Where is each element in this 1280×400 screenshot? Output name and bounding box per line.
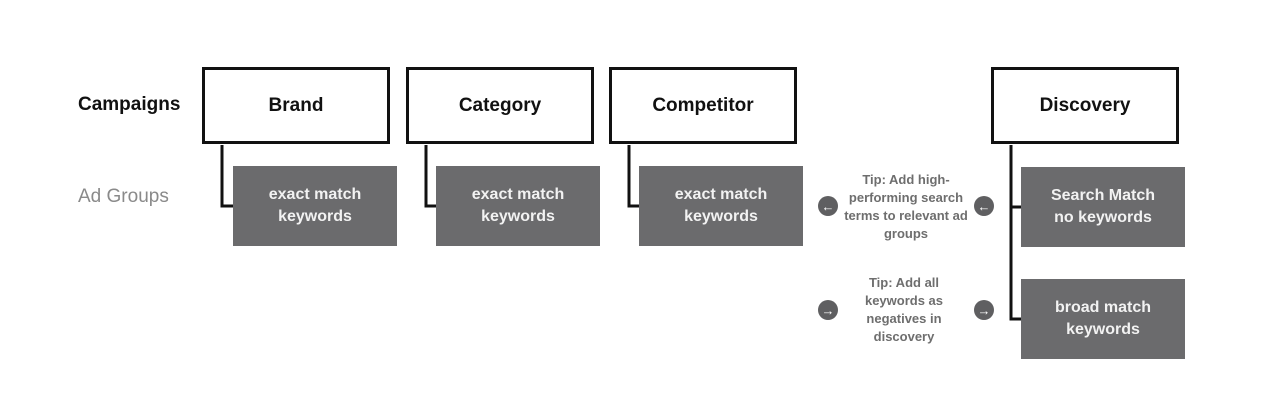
arrow-left-icon: ← — [974, 196, 994, 216]
campaign-competitor: Competitor — [609, 67, 797, 144]
campaign-brand: Brand — [202, 67, 390, 144]
connector-discovery-broad-match — [1009, 205, 1021, 321]
campaign-discovery: Discovery — [991, 67, 1179, 144]
arrow-left-icon: ← — [818, 196, 838, 216]
row-label-campaigns: Campaigns — [78, 94, 181, 115]
arrow-right-icon: → — [974, 300, 994, 320]
tip-add-search-terms: Tip: Add high-performing search terms to… — [844, 172, 968, 241]
arrow-right-icon: → — [818, 300, 838, 320]
connector-brand — [220, 145, 234, 208]
row-label-ad-groups: Ad Groups — [78, 186, 169, 207]
campaign-category: Category — [406, 67, 594, 144]
connector-competitor — [627, 145, 640, 208]
tip-add-negatives: Tip: Add all keywords as negatives in di… — [864, 275, 944, 344]
connector-category — [424, 145, 437, 208]
connector-discovery-search-match — [1009, 145, 1021, 209]
